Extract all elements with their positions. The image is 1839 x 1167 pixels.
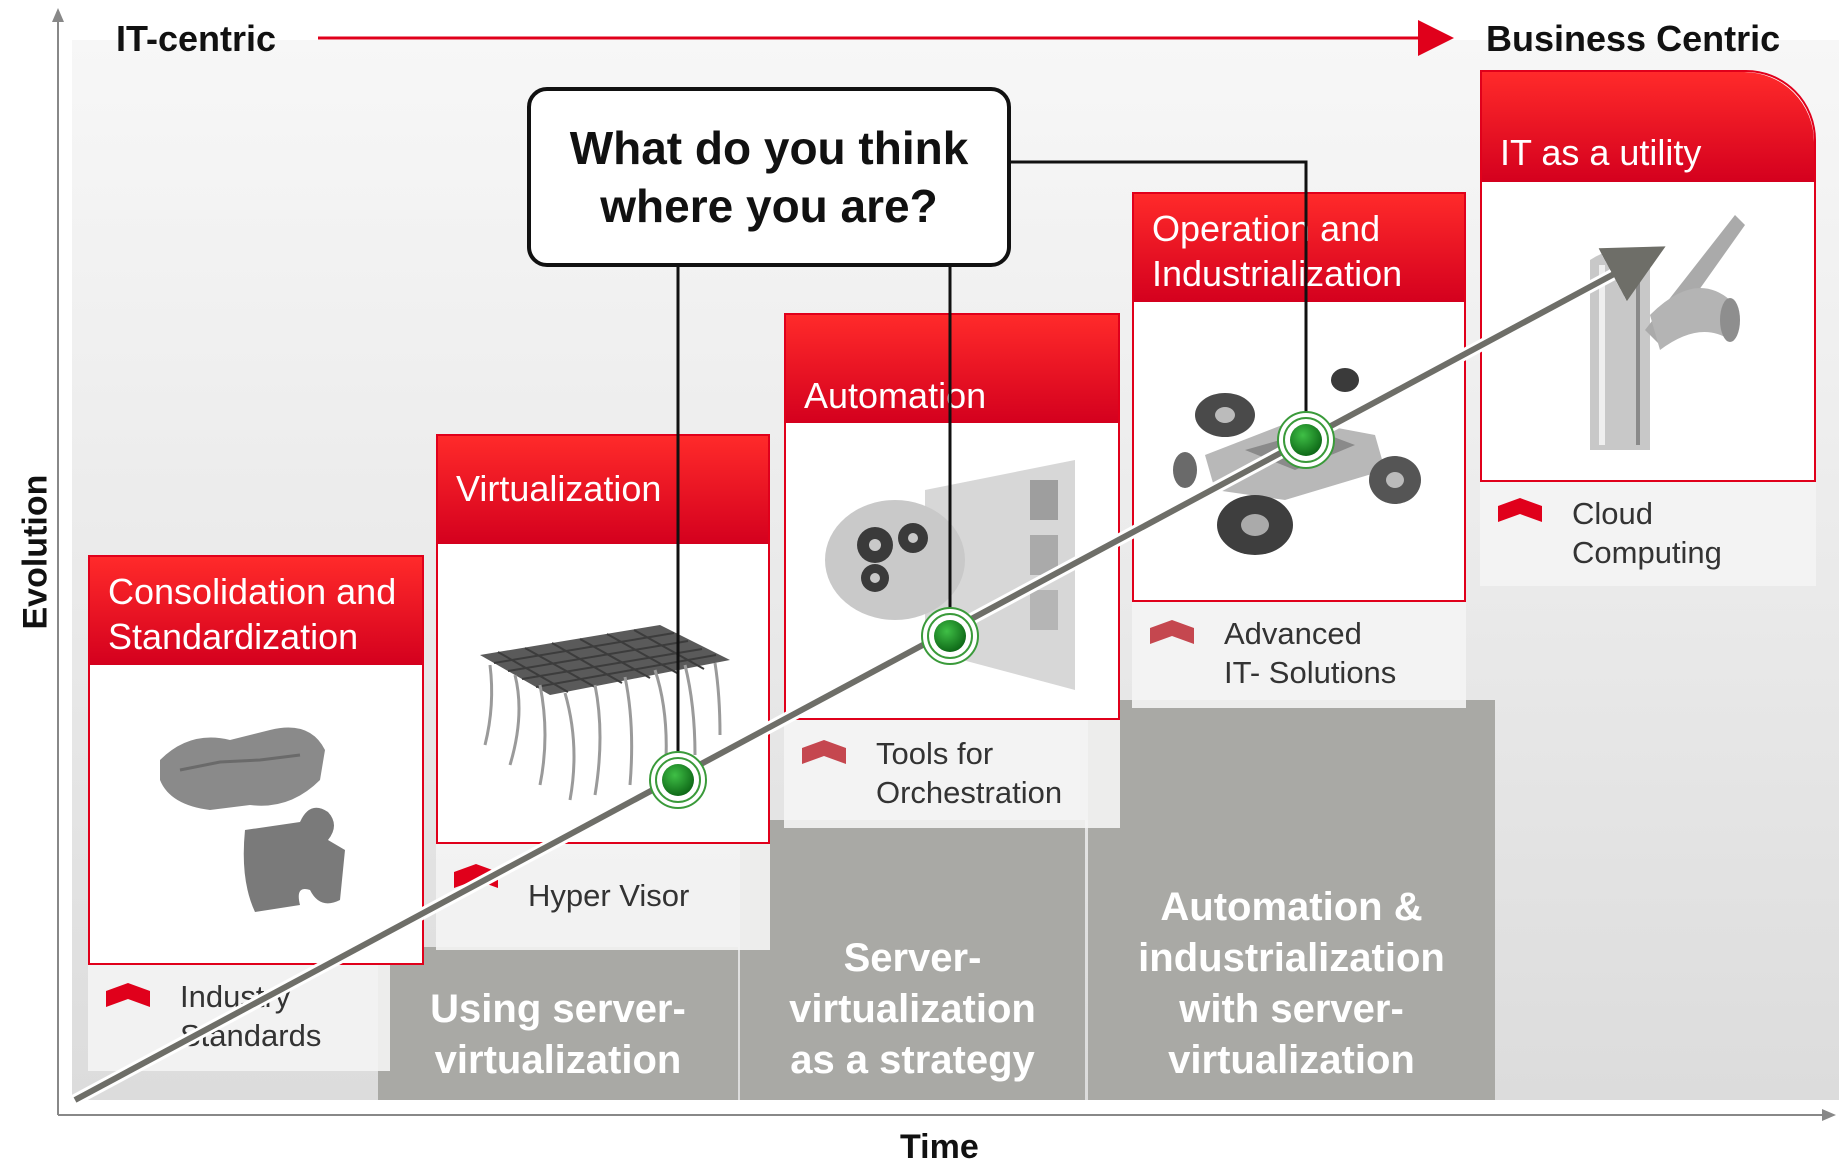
band-col-2 — [740, 820, 1085, 1100]
band-text-line: with server- — [1179, 987, 1404, 1031]
business-centric-label: Business Centric — [1486, 18, 1781, 59]
y-axis-arrowhead-icon — [52, 8, 64, 22]
band-text-line: Using server- — [430, 987, 686, 1031]
chevron-tag-icon — [1498, 498, 1542, 522]
stage-title: Operation and Industrialization — [1134, 194, 1464, 302]
band-text-line: Server- — [843, 936, 982, 980]
position-marker-2 — [921, 607, 979, 665]
stage-tag-operation: Advanced IT- Solutions — [1132, 602, 1466, 708]
band-text-line: Automation & — [1160, 885, 1423, 929]
stage-title-line: IT as a utility — [1500, 132, 1702, 173]
stage-tag-label: Advanced IT- Solutions — [1224, 614, 1396, 692]
stage-tag-automation: Tools for Orchestration — [784, 720, 1120, 828]
band-col-3 — [1088, 700, 1495, 1100]
callout-line: where you are? — [600, 180, 938, 232]
it-centric-label: IT-centric — [116, 18, 277, 59]
stage-card-operation: Operation and Industrialization — [1132, 192, 1466, 602]
x-axis-arrowhead-icon — [1822, 1109, 1836, 1121]
stage-title: IT as a utility — [1482, 72, 1814, 182]
band-text-line: virtualization — [1168, 1038, 1415, 1082]
stage-tag-label: Hyper Visor — [528, 876, 689, 915]
band-text-line: industrialization — [1138, 936, 1445, 980]
stage-title: Automation — [786, 315, 1118, 423]
stage-tag-line: Hyper Visor — [528, 878, 690, 913]
chevron-tag-icon — [1150, 620, 1194, 644]
callout-connector-right — [1011, 160, 1308, 440]
stage-tag-utility: Cloud Computing — [1480, 482, 1816, 586]
stage-tag-line: Cloud — [1572, 496, 1653, 531]
band-text-line: virtualization — [434, 1038, 682, 1082]
band-col-1 — [378, 947, 738, 1100]
band-text-col-2: Server- virtualization as a strategy — [740, 933, 1085, 1086]
band-text-line: as a strategy — [790, 1038, 1035, 1082]
puzzle-pieces-image — [160, 727, 345, 912]
chevron-tag-icon — [106, 983, 150, 1007]
stage-title-line: Automation — [804, 375, 987, 416]
stage-tag-line: Orchestration — [876, 775, 1063, 810]
evolution-trend-arrow-core — [73, 246, 1666, 1103]
chevron-tag-icon — [802, 740, 846, 764]
stage-tag-line: Tools for — [876, 736, 994, 771]
band-text-col-3: Automation & industrialization with serv… — [1088, 882, 1495, 1086]
stage-title: Consolidation and Standardization — [90, 557, 422, 665]
stage-tag-label: Cloud Computing — [1572, 494, 1722, 572]
stage-title-line: Industrialization — [1152, 253, 1403, 294]
stage-title-line: Operation and — [1152, 208, 1381, 249]
x-axis-label: Time — [900, 1128, 979, 1166]
stage-title-line: Consolidation and — [108, 571, 397, 612]
stage-tag-line: Advanced — [1224, 616, 1362, 651]
stage-title-line: Standardization — [108, 616, 359, 657]
stage-title: Virtualization — [438, 436, 768, 544]
band-text-col-1: Using server- virtualization — [378, 984, 738, 1086]
stage-title-line: Virtualization — [456, 468, 662, 509]
band-text-line: virtualization — [789, 987, 1036, 1031]
question-callout: What do you think where you are? — [527, 87, 1011, 267]
gears-panel-image — [825, 460, 1075, 690]
stage-tag-line: IT- Solutions — [1224, 655, 1397, 690]
callout-line: What do you think — [569, 122, 969, 174]
position-marker-1 — [649, 751, 707, 809]
y-axis-label: Evolution — [16, 474, 55, 630]
stage-tag-virtualization: Hyper Visor — [436, 844, 770, 950]
position-marker-3 — [1277, 411, 1335, 469]
stage-tag-line: Computing — [1572, 535, 1722, 570]
stage-tag-label: Tools for Orchestration — [876, 734, 1062, 812]
